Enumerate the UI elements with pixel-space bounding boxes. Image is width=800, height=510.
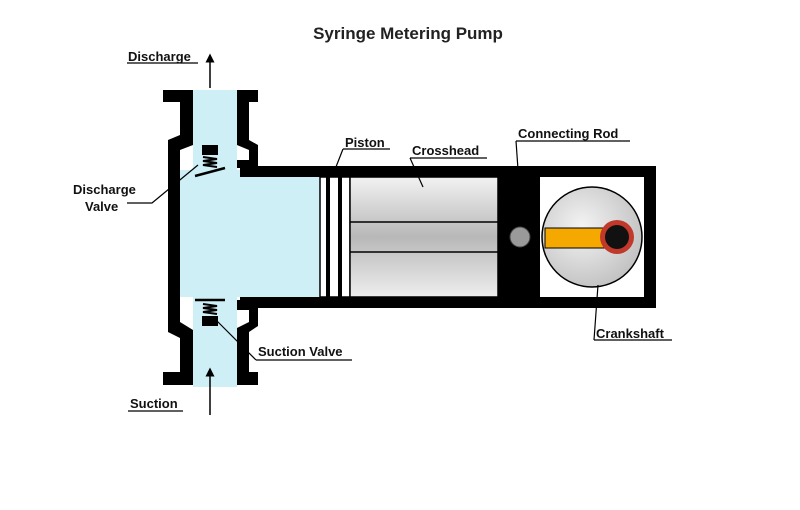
diagram-title: Syringe Metering Pump xyxy=(313,24,503,43)
connecting-rod-label: Connecting Rod xyxy=(518,126,618,141)
crankshaft-label: Crankshaft xyxy=(596,326,665,341)
suction-valve-label: Suction Valve xyxy=(258,344,343,359)
crosshead xyxy=(349,176,499,298)
crosshead-pin-block xyxy=(498,177,540,297)
suction-valve xyxy=(195,298,225,326)
crosshead-label: Crosshead xyxy=(412,143,479,158)
piston-label: Piston xyxy=(345,135,385,150)
discharge-valve-label-line1: Discharge xyxy=(73,182,136,197)
piston xyxy=(319,176,351,298)
fluid-chamber xyxy=(180,90,324,387)
cylinder-housing xyxy=(240,166,656,308)
suction-label: Suction xyxy=(130,396,178,411)
leader-lines xyxy=(127,62,672,412)
valve-body xyxy=(163,90,258,385)
discharge-label: Discharge xyxy=(128,49,191,64)
crank-pin xyxy=(600,220,634,254)
discharge-valve xyxy=(194,145,226,178)
discharge-valve-label-line2: Valve xyxy=(85,199,118,214)
